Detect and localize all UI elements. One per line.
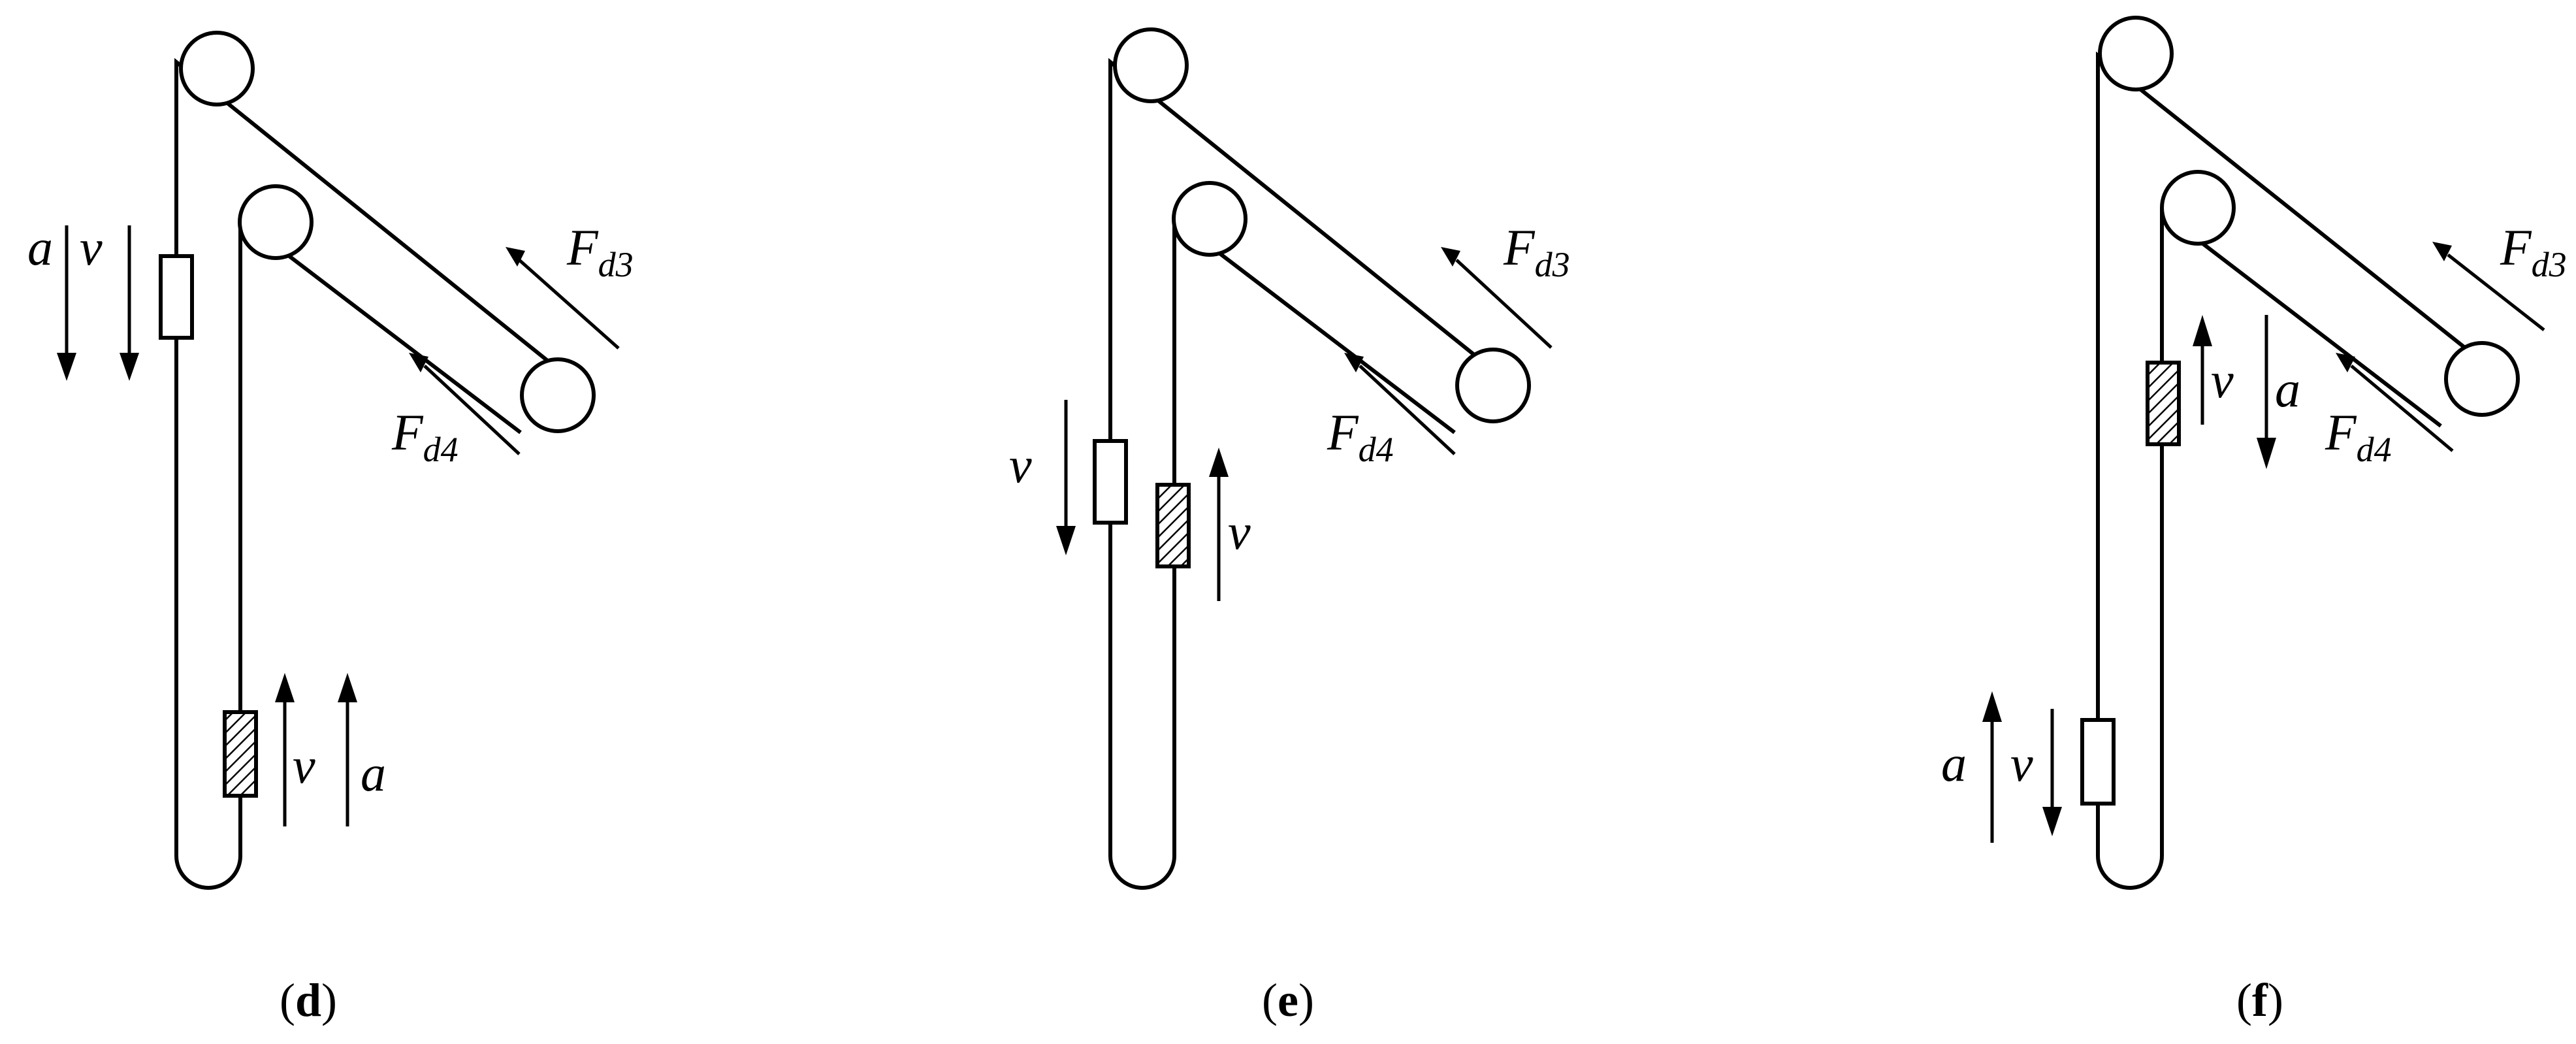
drag-force-d4-arrow <box>409 353 521 455</box>
top-pulley <box>1113 27 1189 103</box>
label-force-d4: Fd4 <box>2325 404 2392 469</box>
label-a: a <box>2275 361 2300 417</box>
descending-container <box>159 254 194 340</box>
top-pulley <box>2098 16 2174 91</box>
acceleration-arrow-up <box>1982 691 2002 843</box>
velocity-arrow-down <box>1056 400 1076 555</box>
inner-pulley <box>1172 181 1248 257</box>
drag-force-d4-arrow <box>2336 353 2454 452</box>
velocity-arrow-up <box>1209 448 1229 601</box>
acceleration-arrow-down <box>2257 315 2276 469</box>
drag-force-d3-arrow <box>1441 247 1553 349</box>
drag-force-d3-arrow <box>506 247 620 350</box>
velocity-arrow-up <box>2193 315 2212 425</box>
label-force-d3: Fd3 <box>566 219 634 284</box>
ascending-container <box>2146 361 2181 446</box>
end-pulley <box>2444 341 2520 417</box>
velocity-arrow-up <box>275 673 295 826</box>
label-a: a <box>1941 735 1967 792</box>
caption-e: (e) <box>1262 974 1314 1026</box>
label-v: v <box>1009 436 1032 493</box>
drag-force-d4-arrow <box>1344 353 1456 455</box>
top-pulley <box>179 31 255 106</box>
label-a: a <box>27 219 53 276</box>
label-force-d3: Fd3 <box>1503 219 1570 284</box>
acceleration-arrow-down <box>57 225 76 381</box>
descending-container <box>2080 718 2116 806</box>
label-v: v <box>1228 503 1251 560</box>
descending-container <box>1093 439 1128 525</box>
caption-d: (d) <box>280 974 337 1026</box>
label-v: v <box>80 219 103 276</box>
label-force-d4: Fd4 <box>391 404 459 469</box>
label-force-d3: Fd3 <box>2500 219 2567 284</box>
caption-f: (f) <box>2236 974 2283 1026</box>
end-pulley <box>520 357 596 433</box>
belt-loop <box>1108 57 1485 890</box>
ascending-container <box>1155 483 1191 568</box>
ascending-container <box>223 710 258 798</box>
inner-pulley <box>2160 170 2236 246</box>
label-force-d4: Fd4 <box>1327 404 1394 469</box>
label-a: a <box>361 745 386 802</box>
panel-f: v a a v Fd3 Fd4 (f) <box>1941 16 2567 1026</box>
end-pulley <box>1455 348 1531 423</box>
label-v: v <box>2211 351 2234 408</box>
acceleration-arrow-up <box>338 673 357 826</box>
belt-loop <box>2096 51 2477 890</box>
label-v: v <box>2010 735 2033 792</box>
drag-force-d3-arrow <box>2432 242 2545 331</box>
label-v: v <box>293 737 315 794</box>
panel-e: v v Fd3 Fd4 (e) <box>1009 27 1570 1026</box>
panel-d: a v v a Fd3 Fd4 (d) <box>27 31 634 1026</box>
inner-pulley <box>238 184 314 260</box>
velocity-arrow-down <box>2042 709 2062 836</box>
velocity-arrow-down <box>120 225 139 381</box>
